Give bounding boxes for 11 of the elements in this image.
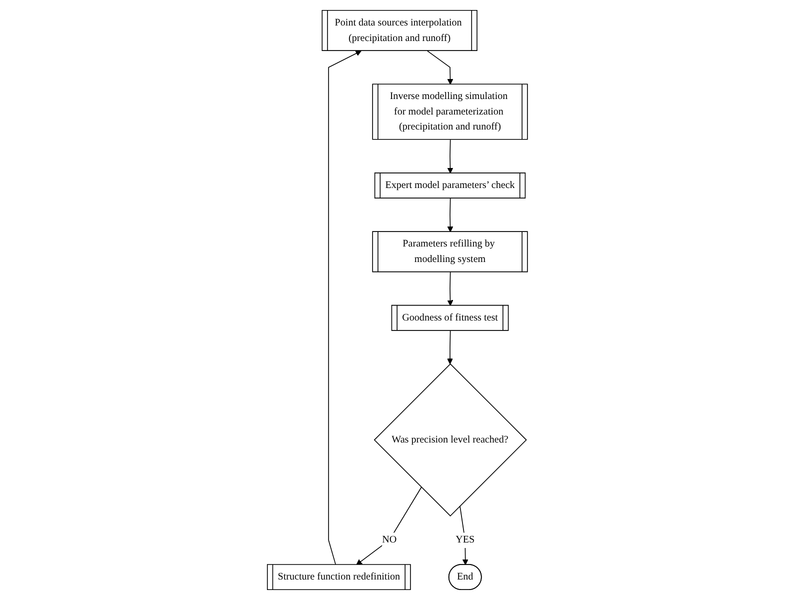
arrow bbox=[447, 198, 454, 232]
arrow bbox=[447, 272, 454, 306]
arrow bbox=[447, 330, 454, 364]
arrow bbox=[356, 486, 422, 566]
arrow bbox=[447, 139, 454, 174]
edge-label: YES bbox=[456, 534, 475, 546]
arrow bbox=[328, 50, 362, 566]
edge-label: NO bbox=[382, 534, 397, 546]
node-diamond: Was precision level reached? bbox=[374, 363, 527, 516]
arrow bbox=[460, 506, 468, 566]
arrow bbox=[427, 50, 454, 85]
